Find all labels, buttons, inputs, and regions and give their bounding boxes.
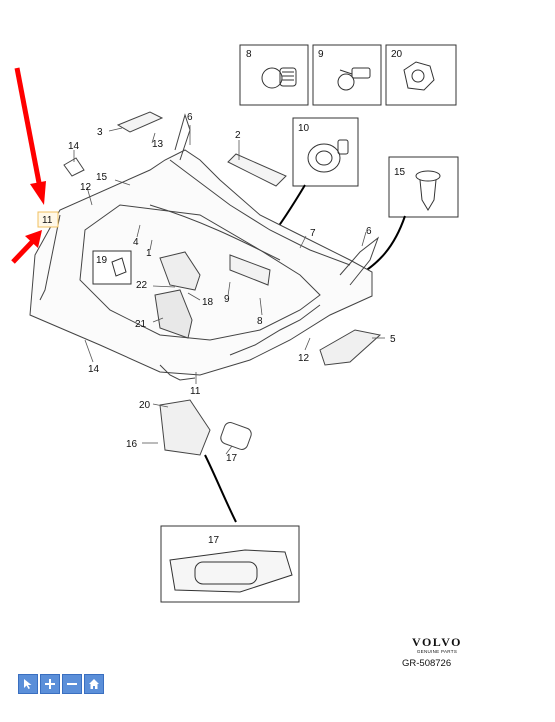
callout-6b: 6 xyxy=(366,226,372,237)
callout-6a: 6 xyxy=(187,112,193,123)
detail-box-10 xyxy=(292,117,359,187)
callout-22: 22 xyxy=(136,280,148,291)
volvo-logo: VOLVO GENUINE PARTS xyxy=(405,636,469,655)
callout-12b: 12 xyxy=(298,353,310,364)
callout-11a: 11 xyxy=(42,215,53,226)
callout-14a: 14 xyxy=(68,141,80,152)
callout-17a: 17 xyxy=(226,453,238,464)
red-arrow-icon xyxy=(14,67,46,205)
red-arrow-icon xyxy=(11,230,42,264)
callout-8a: 8 xyxy=(257,316,263,327)
callout-14b: 14 xyxy=(88,364,100,375)
pointer-icon xyxy=(24,679,32,689)
trunk-parts xyxy=(63,111,382,456)
callout-20a: 20 xyxy=(139,400,151,411)
callout-9a: 9 xyxy=(224,294,230,305)
diagram-reference: GR-508726 xyxy=(402,658,452,669)
callout-15-box: 15 xyxy=(394,167,406,178)
trunk-liner-panel xyxy=(29,113,380,381)
callout-7: 7 xyxy=(310,228,316,239)
zoom-out-icon xyxy=(67,683,77,685)
callout-12a: 12 xyxy=(80,182,92,193)
callout-11b: 11 xyxy=(190,386,201,397)
callout-4: 4 xyxy=(133,237,139,248)
callout-2: 2 xyxy=(235,130,241,141)
callout-1: 1 xyxy=(146,248,152,259)
callout-20-box: 20 xyxy=(391,49,403,60)
brand-name: VOLVO xyxy=(412,635,462,649)
pointer-button[interactable] xyxy=(18,674,38,694)
detail-box-20 xyxy=(385,44,457,106)
callout-15a: 15 xyxy=(96,172,108,183)
callout-10-box: 10 xyxy=(298,123,310,134)
viewer-toolbar xyxy=(18,674,104,694)
detail-box-17 xyxy=(160,525,300,603)
brand-subtitle: GENUINE PARTS xyxy=(416,649,458,654)
zoom-in-button[interactable] xyxy=(40,674,60,694)
callout-9-box: 9 xyxy=(318,49,324,60)
home-button[interactable] xyxy=(84,674,104,694)
callout-8-box: 8 xyxy=(246,49,252,60)
callout-3: 3 xyxy=(97,127,103,138)
callout-5: 5 xyxy=(390,334,396,345)
zoom-out-button[interactable] xyxy=(62,674,82,694)
callout-17-box: 17 xyxy=(208,535,220,546)
highlight-box-11 xyxy=(37,211,59,228)
callout-16: 16 xyxy=(126,439,138,450)
callout-18: 18 xyxy=(202,297,214,308)
zoom-in-icon xyxy=(45,679,55,689)
detail-box-8 xyxy=(239,44,309,106)
leader-lines xyxy=(73,125,385,455)
callout-13: 13 xyxy=(152,139,164,150)
callout-21: 21 xyxy=(135,319,147,330)
detail-box-19 xyxy=(92,250,132,285)
detail-box-9 xyxy=(312,44,382,106)
callout-19: 19 xyxy=(96,255,108,266)
detail-box-15 xyxy=(388,156,459,218)
connector-line xyxy=(204,454,237,523)
home-icon xyxy=(89,679,99,689)
